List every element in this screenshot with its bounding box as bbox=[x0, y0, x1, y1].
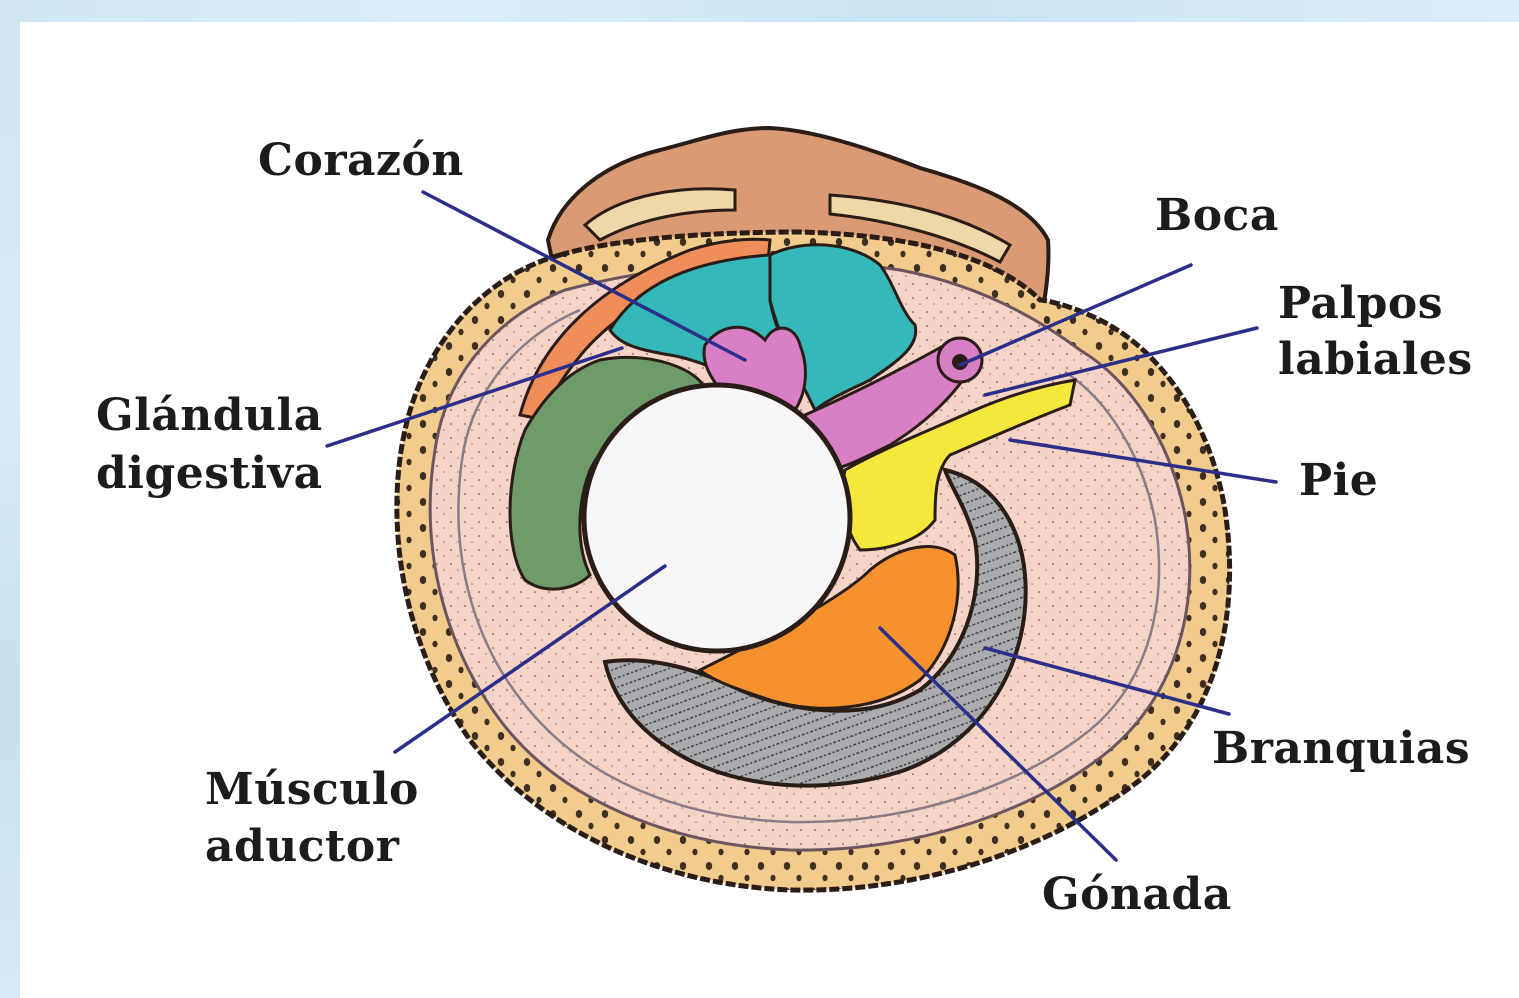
label-glandula-line1: Glándula bbox=[96, 387, 323, 444]
label-gonada: Gónada bbox=[1042, 866, 1232, 923]
label-palpos-line2: labiales bbox=[1278, 331, 1473, 388]
label-corazon: Corazón bbox=[258, 132, 464, 189]
label-musculo-line2: aductor bbox=[205, 818, 399, 875]
adductor-muscle bbox=[584, 385, 850, 651]
label-branquias: Branquias bbox=[1212, 720, 1470, 777]
label-boca: Boca bbox=[1155, 187, 1279, 244]
label-palpos-line1: Palpos bbox=[1278, 275, 1443, 332]
label-musculo-line1: Músculo bbox=[205, 761, 419, 818]
label-pie: Pie bbox=[1299, 452, 1378, 509]
label-glandula-line2: digestiva bbox=[96, 445, 323, 502]
